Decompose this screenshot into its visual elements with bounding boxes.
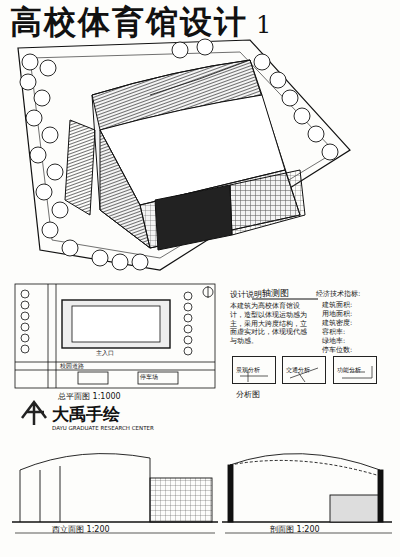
tree [112, 254, 128, 270]
drawing-title: 分析图 [236, 390, 260, 399]
tree [282, 90, 298, 106]
indicator-item: 容积率: [322, 329, 345, 336]
tree [34, 90, 50, 106]
section [222, 454, 392, 522]
tree [47, 164, 63, 180]
tree [21, 312, 29, 320]
tree [197, 39, 213, 55]
tree [52, 202, 68, 218]
tree [322, 144, 338, 160]
tree [294, 108, 310, 124]
site-label: 校园道路 [60, 363, 84, 369]
indicator-item: 绿地率: [322, 338, 345, 345]
drawing-title: 西立面图 1:200 [52, 525, 110, 534]
tree [42, 127, 58, 143]
indicator-heading: 经济技术指标: [316, 290, 360, 298]
drawing-title: 总平面图 1:1000 [58, 392, 121, 401]
tree [40, 60, 56, 76]
indicator-item: 建筑面积: [322, 302, 352, 309]
analysis-box: 功能分析 [333, 356, 377, 384]
sheet-number: 1 [256, 12, 271, 40]
site-label: 停车场 [140, 374, 158, 381]
logo-mark [22, 402, 46, 425]
tree [184, 347, 192, 355]
analysis-box: 景观分析 [232, 356, 276, 384]
tree [184, 314, 192, 322]
tree [184, 303, 192, 311]
logo-subtitle: DAYU GRADUATE RESEARCH CENTER [52, 425, 154, 431]
tree [184, 292, 192, 300]
tree [21, 345, 29, 353]
tree [30, 147, 46, 163]
notes-body: 本建筑为高校体育馆设计，造型以体现运动感为主，采用大跨度结构，立面虚实对比，体现… [230, 302, 310, 346]
drawing-title: 轴测图 [262, 288, 289, 298]
box-label: 景观分析 [236, 367, 260, 374]
indicator-item: 用地面积: [322, 311, 352, 318]
tree [36, 184, 52, 200]
tree [308, 126, 324, 142]
analysis-box: 交通分析 [282, 356, 326, 384]
indicator-item: 建筑密度: [322, 320, 352, 327]
tree [21, 334, 29, 342]
tree [22, 54, 38, 70]
tree [132, 254, 148, 270]
tree [184, 325, 192, 333]
site-label: 主入口 [96, 350, 114, 357]
indicator-item: 停车位数: [322, 347, 352, 354]
axonometric-drawing [18, 39, 350, 270]
tree [26, 110, 42, 126]
tree [42, 222, 58, 238]
drawing-title: 剖面图 1:200 [270, 525, 320, 534]
tree [21, 301, 29, 309]
tree [184, 336, 192, 344]
box-label: 交通分析 [286, 367, 310, 374]
tree [21, 290, 29, 298]
west-elevation [12, 454, 218, 522]
notes-heading: 设计说明: [230, 290, 265, 299]
tree [92, 250, 108, 266]
logo-text: 大禹手绘 [52, 405, 120, 425]
tree [172, 42, 188, 58]
tree [20, 74, 36, 90]
tree [62, 240, 78, 256]
tree [270, 72, 286, 88]
tree [21, 323, 29, 331]
tree [254, 54, 270, 70]
site-plan [15, 284, 215, 388]
box-label: 功能分析 [337, 367, 361, 374]
sheet-title: 高校体育馆设计 [10, 4, 248, 41]
